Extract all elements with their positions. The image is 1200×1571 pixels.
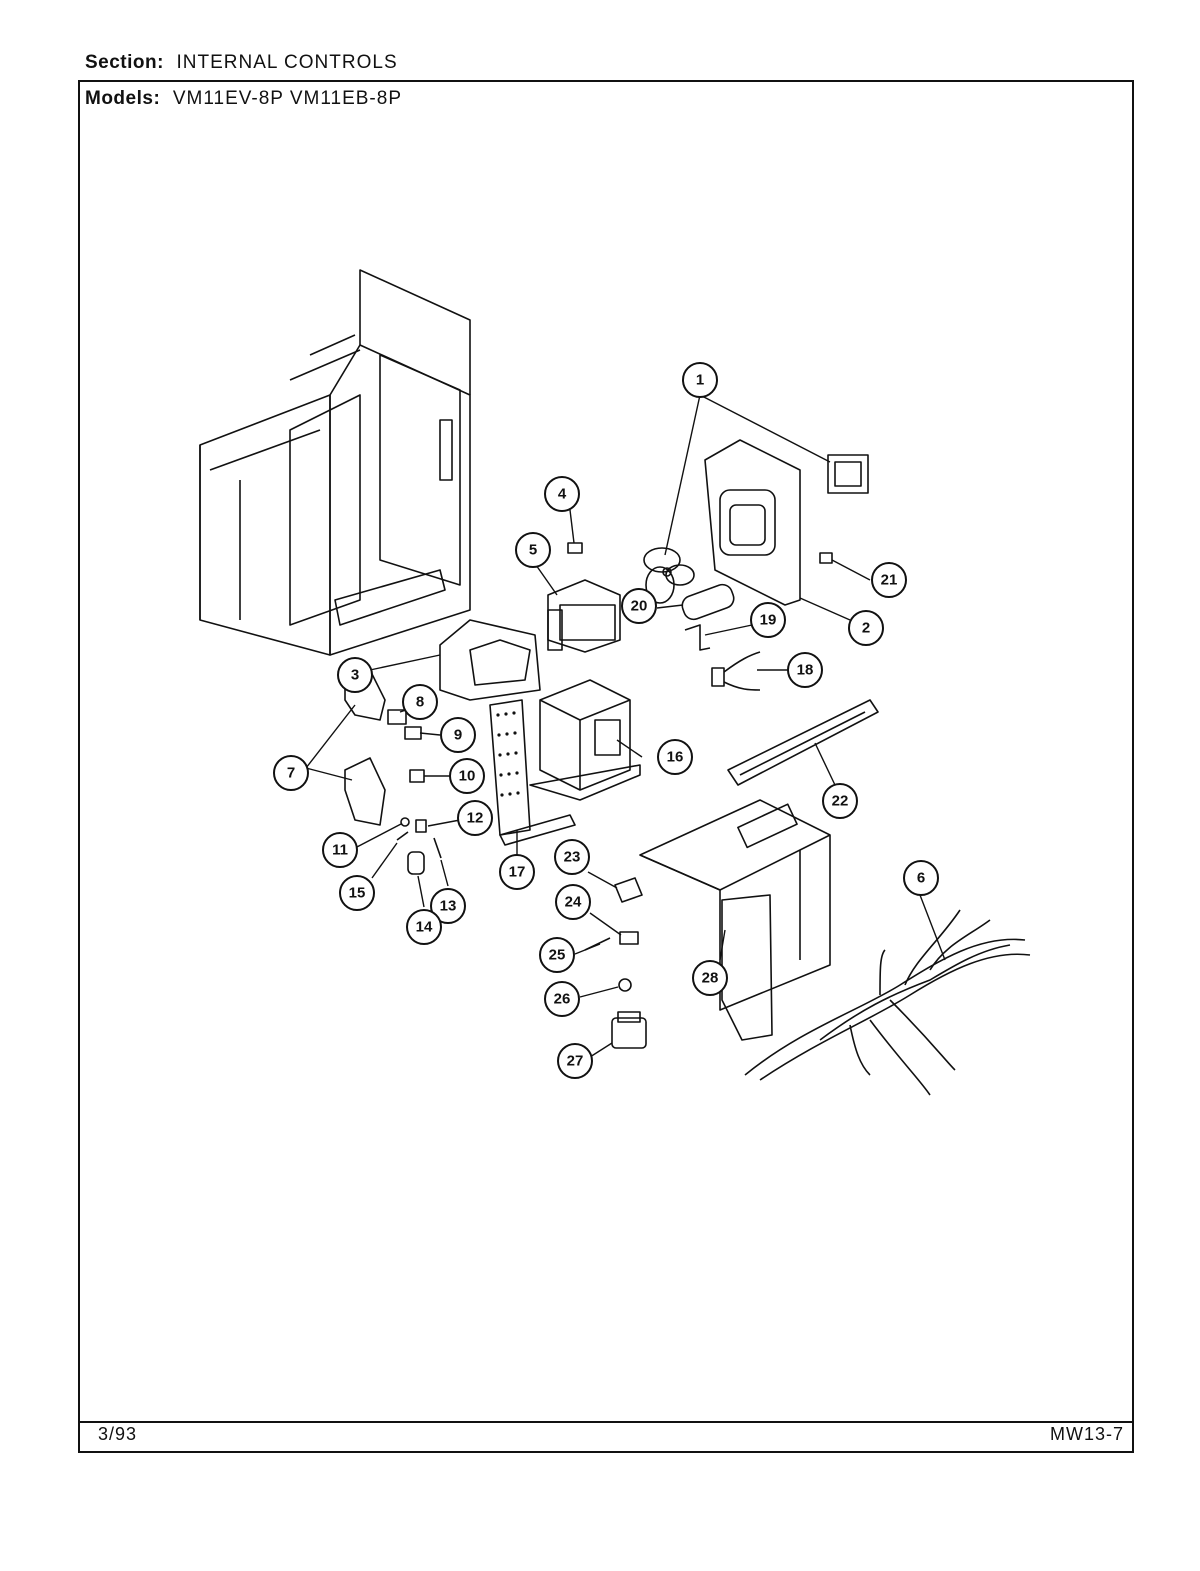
wire-harness [744, 909, 1031, 1096]
door-latch-bracket [344, 669, 386, 826]
callout-number: 14 [416, 919, 433, 936]
callout-15: 15 [339, 875, 375, 911]
callout-8: 8 [402, 684, 438, 720]
thermal-fuse [819, 552, 833, 564]
callout-16: 16 [657, 739, 693, 775]
callout-25: 25 [539, 937, 575, 973]
fan-blade [643, 547, 695, 604]
control-panel-housing [639, 799, 831, 1041]
hv-capacitor [681, 583, 735, 621]
leader-lines [305, 394, 946, 1058]
callout-number: 7 [287, 765, 295, 782]
callout-28: 28 [692, 960, 728, 996]
callout-number: 5 [529, 542, 537, 559]
callout-19: 19 [750, 602, 786, 638]
fan-orifice-plate [704, 439, 801, 606]
hv-diode [711, 651, 761, 691]
callout-17: 17 [499, 854, 535, 890]
callout-number: 24 [565, 894, 582, 911]
hv-transformer [529, 679, 641, 801]
capacitor-bracket [684, 624, 711, 651]
models-label: Models: [85, 88, 161, 109]
callout-number: 28 [702, 970, 719, 987]
small-hardware [396, 817, 442, 875]
callout-2: 2 [848, 610, 884, 646]
callout-number: 6 [917, 870, 925, 887]
callout-number: 2 [862, 620, 870, 637]
vent-grille-plate [489, 699, 576, 846]
section-value: INTERNAL CONTROLS [176, 52, 398, 73]
noise-filter [611, 1011, 647, 1049]
callout-number: 16 [667, 749, 684, 766]
page-code: MW13-7 [1049, 1424, 1124, 1444]
callout-21: 21 [871, 562, 907, 598]
air-guide-duct [439, 619, 541, 701]
fasteners-and-sensors [584, 931, 639, 992]
thermal-cutout [567, 542, 583, 554]
callout-14: 14 [406, 909, 442, 945]
callout-9: 9 [440, 717, 476, 753]
callout-13: 13 [430, 888, 466, 924]
magnetron [547, 579, 621, 653]
callout-20: 20 [621, 588, 657, 624]
callout-number: 23 [564, 849, 581, 866]
callout-26: 26 [544, 981, 580, 1017]
models-heading: Models: VM11EV-8P VM11EB-8P [85, 88, 402, 110]
models-value: VM11EV-8P VM11EB-8P [172, 88, 403, 109]
callout-number: 8 [416, 694, 424, 711]
callout-3: 3 [337, 657, 373, 693]
callout-1: 1 [682, 362, 718, 398]
callout-4: 4 [544, 476, 580, 512]
callout-12: 12 [457, 800, 493, 836]
section-label: Section: [85, 52, 164, 73]
revision-date: 3/93 [98, 1424, 138, 1444]
section-heading: Section: INTERNAL CONTROLS [85, 52, 398, 74]
callout-22: 22 [822, 783, 858, 819]
callout-number: 12 [467, 810, 484, 827]
callout-number: 15 [349, 885, 366, 902]
callout-number: 17 [509, 864, 526, 881]
interlock-switches [387, 709, 425, 783]
callout-23: 23 [554, 839, 590, 875]
callout-number: 9 [454, 727, 462, 744]
callout-number: 10 [459, 768, 476, 785]
relay-module [614, 877, 643, 903]
callout-number: 22 [832, 793, 849, 810]
callout-6: 6 [903, 860, 939, 896]
callout-number: 1 [696, 372, 704, 389]
callout-number: 11 [332, 842, 348, 859]
diagram-frame [78, 80, 1134, 1453]
footer-divider [78, 1421, 1134, 1423]
callout-11: 11 [322, 832, 358, 868]
callout-number: 4 [558, 486, 567, 503]
callout-number: 26 [554, 991, 571, 1008]
callout-number: 13 [440, 898, 457, 915]
callout-7: 7 [273, 755, 309, 791]
callout-number: 18 [797, 662, 814, 679]
callout-5: 5 [515, 532, 551, 568]
callout-number: 20 [631, 598, 648, 615]
callout-18: 18 [787, 652, 823, 688]
callout-number: 21 [881, 572, 898, 589]
fan-motor [827, 454, 869, 494]
callout-10: 10 [449, 758, 485, 794]
callout-27: 27 [557, 1043, 593, 1079]
callout-number: 3 [351, 667, 359, 684]
callout-number: 25 [549, 947, 566, 964]
callout-number: 27 [567, 1053, 584, 1070]
callout-number: 19 [760, 612, 777, 629]
callout-24: 24 [555, 884, 591, 920]
oven-cavity-chassis [199, 269, 471, 656]
support-rail [727, 699, 879, 786]
